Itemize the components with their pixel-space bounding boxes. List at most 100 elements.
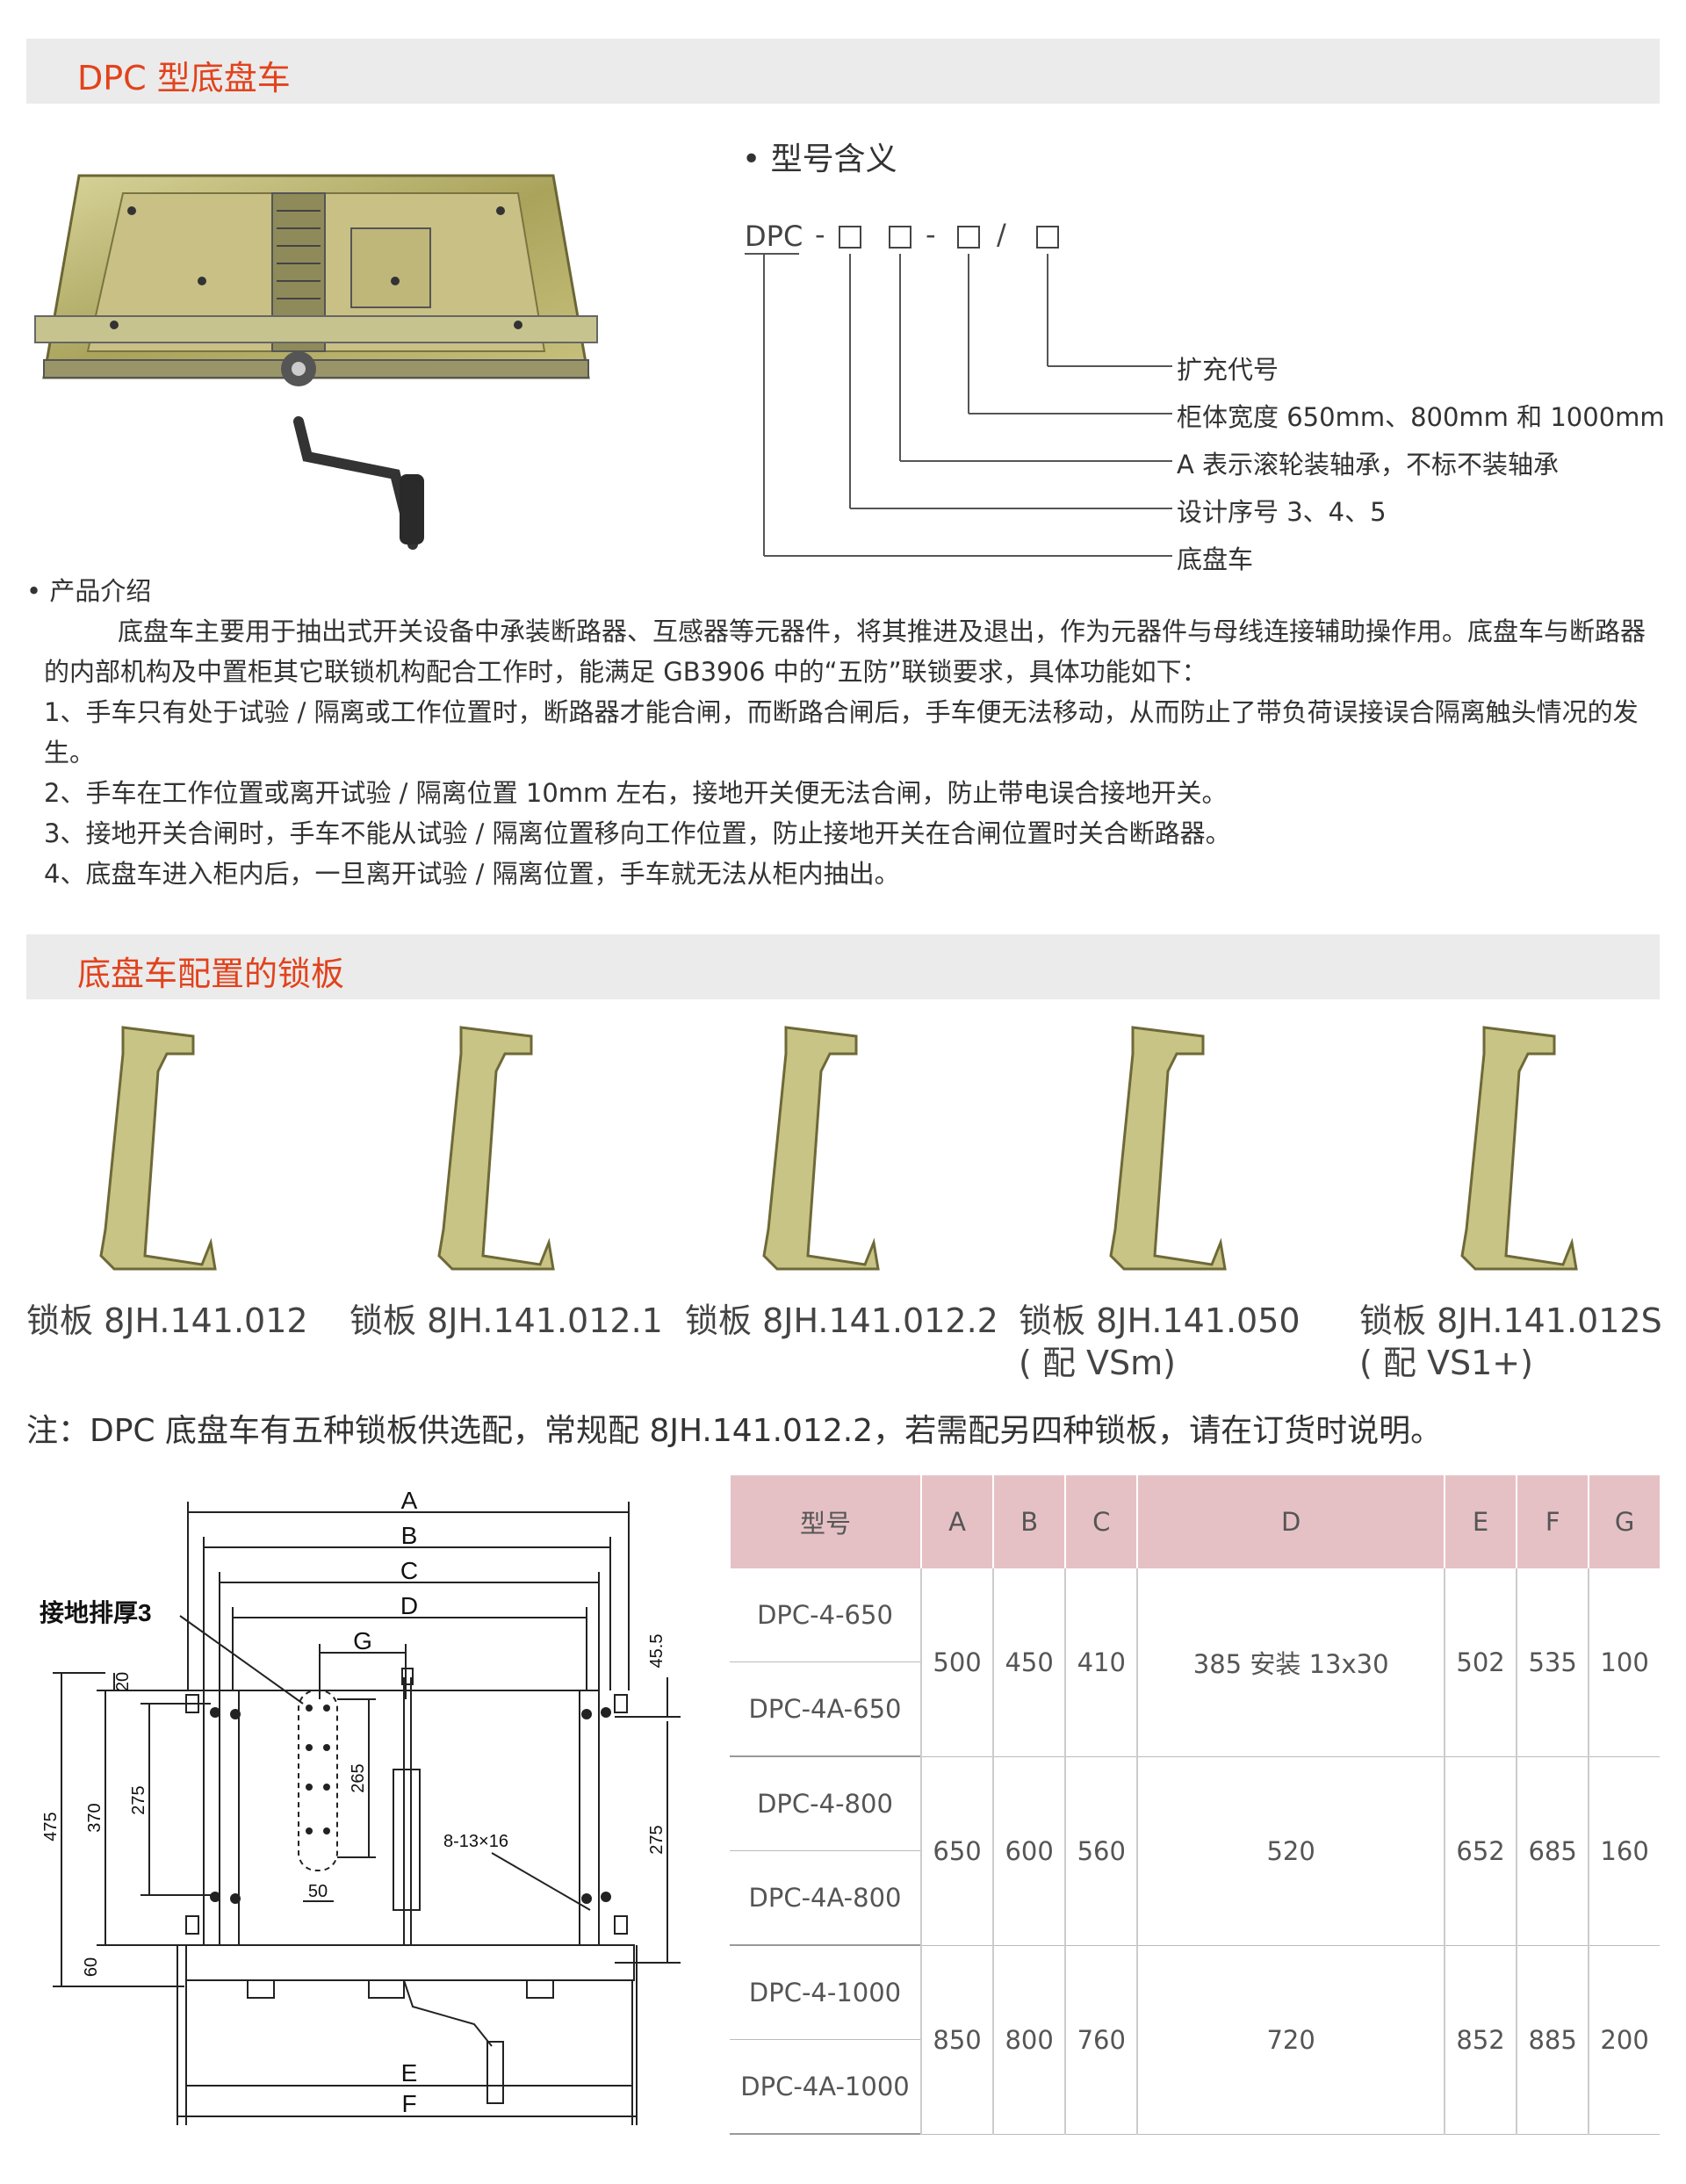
chassis-truck-image bbox=[34, 174, 598, 550]
dim-label-A: A bbox=[401, 1487, 418, 1514]
table-header-row: 型号 A B C D E F G bbox=[729, 1475, 1660, 1568]
cell-D: 720 bbox=[1136, 1945, 1445, 2135]
lock-plate-image bbox=[1460, 1026, 1578, 1271]
lock-plate-image bbox=[437, 1026, 555, 1271]
spec-table: 型号 A B C D E F G DPC-4-650 500 450 410 3… bbox=[729, 1475, 1660, 2135]
table-row: DPC-4A-650 bbox=[730, 1661, 1660, 1757]
dim-275-right: 275 bbox=[647, 1825, 666, 1854]
dim-label-D: D bbox=[400, 1592, 418, 1619]
intro-item: 3、接地开关合闸时，手车不能从试验 / 隔离位置移向工作位置，防止接地开关在合闸… bbox=[44, 818, 1231, 848]
cell-B: 600 bbox=[992, 1756, 1066, 1946]
dim-265: 265 bbox=[349, 1763, 368, 1792]
cell-A: 850 bbox=[919, 1945, 994, 2135]
cell-B: 800 bbox=[992, 1945, 1066, 2135]
intro-paragraph: 底盘车主要用于抽出式开关设备中承装断路器、互感器等元器件，将其推进及退出，作为元… bbox=[44, 616, 1646, 687]
model-code-sep: - bbox=[926, 218, 936, 251]
legend-item: 柜体宽度 650mm、800mm 和 1000mm bbox=[1177, 402, 1665, 432]
cell-C: 410 bbox=[1064, 1568, 1138, 1757]
model-cell: DPC-4A-650 bbox=[730, 1661, 921, 1757]
header-cell: A bbox=[919, 1475, 994, 1568]
legend-item: 设计序号 3、4、5 bbox=[1177, 497, 1387, 527]
hole-label: 8-13×16 bbox=[443, 1832, 508, 1851]
lock-plate-label: 锁板 8JH.141.050( 配 VSm) bbox=[1019, 1301, 1301, 1382]
dim-45-5: 45.5 bbox=[647, 1634, 666, 1669]
header-cell: C bbox=[1064, 1475, 1138, 1568]
cell-G: 100 bbox=[1588, 1568, 1660, 1757]
dimension-drawing: A B C D G E F 接地排厚3 8-13×16 475 370 275 … bbox=[40, 1487, 681, 2125]
model-code-sep: - bbox=[815, 218, 825, 251]
model-cell: DPC-4A-800 bbox=[730, 1850, 921, 1946]
dim-50: 50 bbox=[308, 1882, 328, 1901]
cell-F: 685 bbox=[1516, 1756, 1589, 1946]
dim-label-C: C bbox=[400, 1557, 418, 1584]
dim-label-E: E bbox=[401, 2059, 418, 2087]
model-cell: DPC-4A-1000 bbox=[730, 2039, 921, 2135]
section-title: 底盘车配置的锁板 bbox=[77, 955, 345, 993]
lock-plate-image bbox=[99, 1026, 217, 1271]
section-title: DPC 型底盘车 bbox=[77, 59, 291, 97]
lock-plate-label: 锁板 8JH.141.012S( 配 VS1+) bbox=[1359, 1301, 1662, 1382]
dim-275-left: 275 bbox=[129, 1785, 148, 1814]
cell-E: 852 bbox=[1443, 1945, 1517, 2135]
lock-plate-label: 锁板 8JH.141.012.1 bbox=[349, 1301, 663, 1340]
code-box-3 bbox=[957, 226, 980, 249]
legend-item: A 表示滚轮装轴承，不标不装轴承 bbox=[1177, 450, 1560, 479]
section-header-chassis: DPC 型底盘车 bbox=[26, 39, 1660, 104]
model-code-sep: / bbox=[997, 218, 1006, 251]
table-row: DPC-4-650 500 450 410 385 安装 13x30 502 5… bbox=[730, 1568, 1660, 1757]
section-header-lock-plates: 底盘车配置的锁板 bbox=[26, 934, 1660, 999]
cell-G: 160 bbox=[1588, 1756, 1660, 1946]
dim-label-B: B bbox=[401, 1522, 418, 1549]
cell-E: 502 bbox=[1443, 1568, 1517, 1757]
intro-item: 1、手车只有处于试验 / 隔离或工作位置时，断路器才能合闸，而断路合闸后，手车便… bbox=[44, 697, 1639, 768]
dim-label-F: F bbox=[401, 2090, 416, 2117]
header-cell: G bbox=[1588, 1475, 1660, 1568]
cell-C: 560 bbox=[1064, 1756, 1138, 1946]
code-box-2 bbox=[889, 226, 911, 249]
table-row: DPC-4-800 650 600 560 520 652 685 160 bbox=[730, 1756, 1660, 1946]
model-code-prefix: DPC bbox=[745, 220, 803, 253]
model-cell: DPC-4-1000 bbox=[730, 1945, 921, 2040]
legend-item: 底盘车 bbox=[1177, 544, 1254, 574]
ground-bar-label: 接地排厚3 bbox=[40, 1599, 152, 1626]
code-box-1 bbox=[839, 226, 861, 249]
code-box-4 bbox=[1036, 226, 1059, 249]
header-cell: E bbox=[1443, 1475, 1517, 1568]
cell-A: 650 bbox=[919, 1756, 994, 1946]
intro-heading: • 产品介绍 bbox=[26, 576, 152, 606]
lock-plate-label: 锁板 8JH.141.012.2 bbox=[685, 1301, 998, 1340]
dim-370: 370 bbox=[85, 1803, 104, 1832]
lock-plate-image bbox=[762, 1026, 880, 1271]
intro-item: 2、手车在工作位置或离开试验 / 隔离位置 10mm 左右，接地开关便无法合闸，… bbox=[44, 778, 1228, 808]
cell-D: 520 bbox=[1136, 1756, 1445, 1946]
model-legend-lines bbox=[745, 253, 1172, 557]
selection-note: 注：DPC 底盘车有五种锁板供选配，常规配 8JH.141.012.2，若需配另… bbox=[26, 1413, 1443, 1449]
dim-20: 20 bbox=[113, 1672, 133, 1691]
intro-item: 4、底盘车进入柜内后，一旦离开试验 / 隔离位置，手车就无法从柜内抽出。 bbox=[44, 859, 900, 889]
cell-F: 885 bbox=[1516, 1945, 1589, 2135]
dim-label-G: G bbox=[353, 1627, 372, 1654]
model-cell: DPC-4-650 bbox=[730, 1568, 921, 1662]
cell-B: 450 bbox=[992, 1568, 1066, 1757]
lock-plate-label: 锁板 8JH.141.012 bbox=[26, 1301, 308, 1340]
header-cell: 型号 bbox=[729, 1475, 921, 1568]
cell-G: 200 bbox=[1588, 1945, 1660, 2135]
header-cell: D bbox=[1136, 1475, 1445, 1568]
cell-A: 500 bbox=[919, 1568, 994, 1757]
cell-F: 535 bbox=[1516, 1568, 1589, 1757]
lock-plate-image bbox=[1109, 1026, 1227, 1271]
dim-60: 60 bbox=[82, 1957, 101, 1977]
cell-C: 760 bbox=[1064, 1945, 1138, 2135]
table-row: DPC-4A-1000 bbox=[730, 2039, 1660, 2135]
header-cell: F bbox=[1516, 1475, 1589, 1568]
model-meaning-heading: • 型号含义 bbox=[742, 141, 897, 177]
product-intro: • 产品介绍 底盘车主要用于抽出式开关设备中承装断路器、互感器等元器件，将其推进… bbox=[26, 571, 1660, 894]
table-row: DPC-4A-800 bbox=[730, 1850, 1660, 1946]
legend-item: 扩充代号 bbox=[1177, 355, 1279, 385]
dim-475: 475 bbox=[41, 1812, 61, 1841]
header-cell: B bbox=[992, 1475, 1066, 1568]
cell-D: 385 安装 13x30 bbox=[1136, 1568, 1445, 1757]
table-row: DPC-4-1000 850 800 760 720 852 885 200 bbox=[730, 1945, 1660, 2135]
cell-E: 652 bbox=[1443, 1756, 1517, 1946]
model-cell: DPC-4-800 bbox=[730, 1756, 921, 1851]
